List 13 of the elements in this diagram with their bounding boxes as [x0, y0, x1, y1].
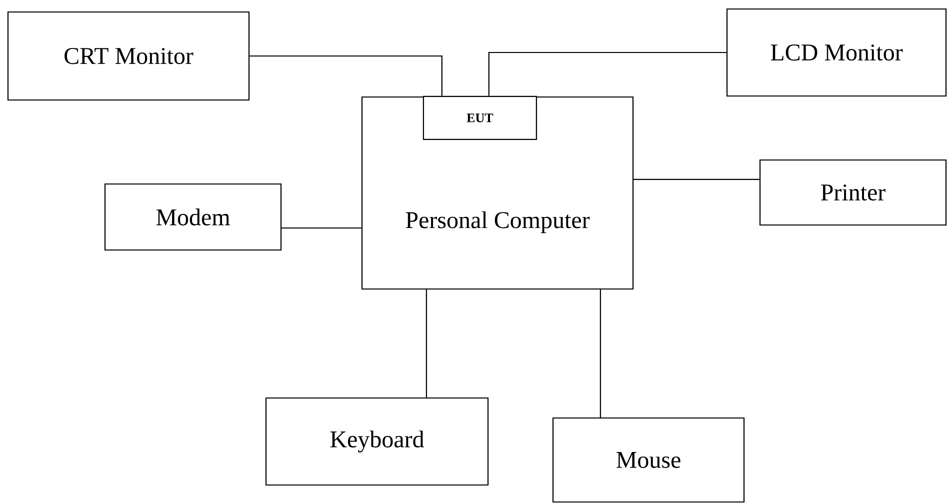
device-box: Printer [759, 159, 947, 226]
connection-line [282, 227, 362, 229]
connection-line [600, 290, 601, 418]
connection-line [488, 52, 726, 96]
connection-line [634, 178, 760, 180]
device-box: Keyboard [265, 397, 489, 486]
device-box: Mouse [552, 417, 745, 503]
connection-line [250, 55, 442, 96]
device-box: LCD Monitor [726, 8, 947, 97]
connection-line [426, 290, 427, 398]
device-box: CRT Monitor [7, 11, 250, 101]
device-box: Modem [104, 183, 282, 251]
label-box: EUT [422, 96, 537, 140]
